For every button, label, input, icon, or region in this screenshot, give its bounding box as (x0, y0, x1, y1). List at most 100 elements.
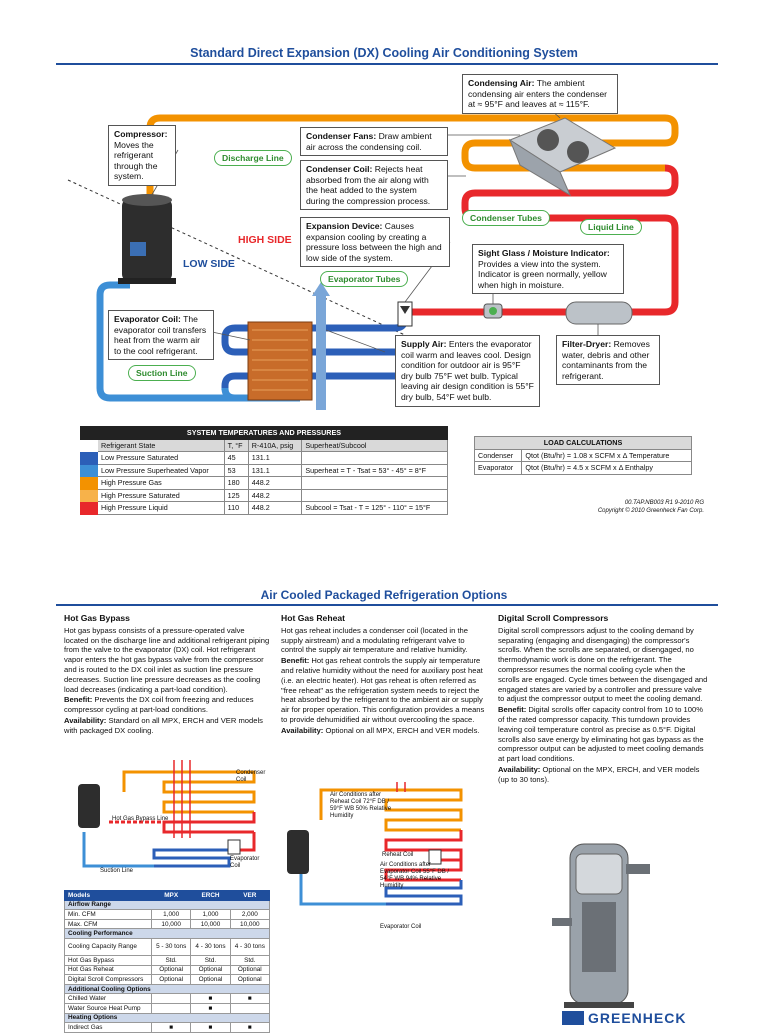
sys-col-t: T, °F (223, 438, 249, 452)
row-label: Chilled Water (64, 993, 152, 1004)
note (301, 476, 448, 490)
cell: 10,000 (190, 918, 231, 930)
sys-table-title: SYSTEM TEMPERATURES AND PRESSURES (80, 426, 448, 440)
dsc-title: Digital Scroll Compressors (498, 613, 609, 623)
table-row: High Pressure Saturated 125 448.2 (80, 488, 448, 502)
hgb-title: Hot Gas Bypass (64, 613, 130, 623)
hgb-condenser-label: Condenser Coil (236, 770, 266, 783)
table-row: Min. CFM 1,000 1,000 2,000 (64, 909, 271, 920)
evaporator-coil-body: The evaporator coil transfers heat from … (114, 314, 207, 356)
cell: Optional (229, 964, 271, 976)
table-row: High Pressure Liquid 110 448.2 Subcool =… (80, 501, 448, 515)
hgb-benefit: Benefit: Prevents the DX coil from freez… (64, 695, 270, 715)
row-label: Min. CFM (64, 909, 152, 920)
models-col-ver: VER (229, 890, 271, 901)
note: Superheat = T - Tsat = 53° - 45° = 8°F (301, 463, 448, 477)
load-calc-wrap: LOAD CALCULATIONS Condenser Qtot (Btu/hr… (473, 436, 692, 475)
cell: Std. (150, 954, 192, 966)
expansion-device-body: Causes expansion cooling by creating a p… (306, 221, 442, 263)
logo-text: GREENHECK (588, 1010, 687, 1026)
hgb-evaporator-label: Evaporator Coil (230, 856, 260, 869)
column-digital-scroll: Digital Scroll Compressors Digital scrol… (498, 613, 708, 786)
condenser-fans-callout: Condenser Fans: Draw ambient air across … (300, 127, 448, 157)
evaporator-coil-image (247, 321, 313, 401)
cell: ■ (150, 1022, 192, 1033)
benefit-text: Hot gas reheat controls the supply air t… (281, 656, 485, 724)
group-row: Additional Cooling Options (64, 983, 270, 995)
benefit-label: Benefit: (64, 695, 93, 705)
cell: 1,000 (190, 909, 231, 920)
cell: 4 - 30 tons (229, 937, 271, 956)
table-row: Condenser Qtot (Btu/hr) = 1.08 x SCFM x … (473, 448, 692, 462)
filter-dryer-body: Removes water, debris and other contamin… (562, 339, 650, 381)
swatch (80, 501, 98, 515)
state: High Pressure Gas (97, 476, 225, 490)
compressor-callout: Compressor: Moves the refrigerant throug… (108, 125, 176, 186)
sys-col-s: Superheat/Subcool (301, 438, 448, 452)
evaporator-tubes-pill: Evaporator Tubes (320, 271, 409, 287)
pressure: 448.2 (247, 476, 303, 490)
temp: 110 (223, 501, 249, 515)
compressor-body: Moves the refrigerant through the system… (114, 139, 158, 182)
temp: 45 (223, 451, 249, 465)
row-label: Max. CFM (64, 918, 152, 930)
models-table: Models MPX ERCH VER Airflow Range Min. C… (64, 890, 271, 1033)
cell (150, 993, 192, 1004)
row-label: Water Source Heat Pump (64, 1002, 152, 1014)
models-col-erch: ERCH (190, 890, 231, 901)
cell: Std. (190, 954, 231, 966)
row-label: Hot Gas Reheat (64, 964, 152, 976)
state: Low Pressure Superheated Vapor (97, 463, 225, 477)
cell: Std. (229, 954, 271, 966)
cell: 4 - 30 tons (190, 937, 231, 956)
system-temps-table-wrap: SYSTEM TEMPERATURES AND PRESSURES Refrig… (80, 426, 448, 515)
condenser-fans-body: Draw ambient air across the condensing c… (306, 131, 432, 152)
avail-text: Optional on all MPX, ERCH and VER models… (323, 725, 480, 735)
liquid-line-pipe (410, 230, 679, 316)
sight-glass-callout: Sight Glass / Moisture Indicator: Provid… (472, 244, 624, 295)
reheat-coil-label: Reheat Coil (382, 852, 414, 858)
cell: Optional (190, 964, 231, 976)
note: Subcool = Tsat - T = 125° - 110° = 15°F (301, 501, 448, 515)
benefit-text: Prevents the DX coil from freezing and r… (64, 695, 254, 715)
formula: Qtot (Btu/hr) = 4.5 x SCFM x Δ Enthalpy (521, 461, 692, 475)
reheat-after-evap: Air Conditions after Evaporator Coil 55°… (380, 862, 450, 889)
suction-line-pill: Suction Line (128, 365, 196, 381)
pressure: 131.1 (247, 463, 303, 477)
low-side-label: LOW SIDE (183, 258, 235, 270)
benefit-label: Benefit: (281, 656, 310, 666)
hot-gas-reheat-diagram (287, 782, 463, 906)
system-temps-table: SYSTEM TEMPERATURES AND PRESSURES Refrig… (80, 426, 448, 515)
dsc-avail: Availability: Optional on the MPX, ERCH,… (498, 765, 708, 785)
expansion-device-head: Expansion Device: (306, 221, 383, 231)
temp: 125 (223, 488, 249, 502)
table-row: Water Source Heat Pump ■ (64, 1002, 271, 1014)
table-row: Low Pressure Saturated 45 131.1 (80, 451, 448, 465)
discharge-line-pill: Discharge Line (214, 150, 292, 166)
compressor-image (118, 194, 176, 284)
reheat-evap-label: Evaporator Coil (380, 924, 422, 930)
dx-system-diagram (67, 97, 679, 410)
note (301, 451, 448, 465)
row-label: Indirect Gas (64, 1022, 152, 1033)
group-row: Airflow Range (64, 899, 270, 911)
cell: Optional (229, 974, 271, 985)
state: High Pressure Saturated (97, 488, 225, 502)
compressor-head: Compressor: (114, 129, 168, 139)
swatch (80, 463, 98, 477)
cell: ■ (190, 993, 231, 1004)
state: Low Pressure Saturated (97, 451, 225, 465)
cell: Optional (150, 964, 192, 976)
digital-scroll-cutaway-image (552, 843, 650, 1008)
column-hot-gas-bypass: Hot Gas Bypass Hot gas bypass consists o… (64, 613, 270, 737)
temp: 53 (223, 463, 249, 477)
swatch (80, 451, 98, 465)
row-label: Hot Gas Bypass (64, 954, 152, 966)
footnote-copyright: Copyright © 2010 Greenheck Fan Corp. (597, 508, 704, 514)
dsc-body: Digital scroll compressors adjust to the… (498, 625, 708, 704)
swatch (80, 476, 98, 490)
cell: 10,000 (150, 918, 192, 930)
pressure: 448.2 (247, 501, 303, 515)
hgr-avail: Availability: Optional on all MPX, ERCH … (281, 726, 487, 736)
hot-gas-bypass-diagram (78, 760, 256, 868)
